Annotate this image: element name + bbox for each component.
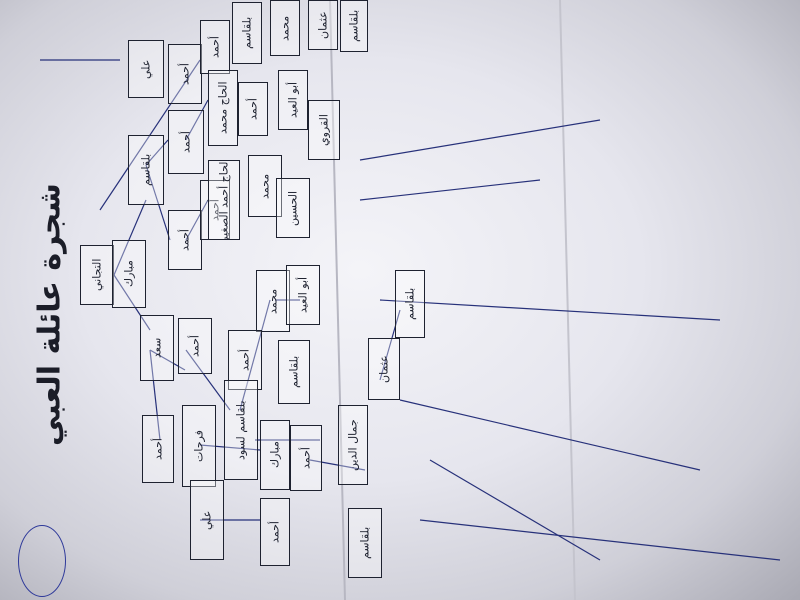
tree-box: بلقاسم: [128, 135, 164, 205]
tree-box: بلقاسم: [278, 340, 310, 404]
connector-line: [239, 299, 271, 411]
connector-line: [359, 119, 601, 161]
connector-line: [185, 99, 209, 141]
tree-box: عثمان: [308, 0, 338, 50]
tree-box: فرحات: [182, 405, 216, 487]
tree-box: القروي: [308, 100, 340, 160]
connector-line: [99, 59, 201, 211]
connector-line: [145, 164, 171, 241]
connector-line: [199, 444, 261, 451]
connector-line: [309, 459, 366, 471]
tree-box: أبو العيد: [286, 265, 320, 325]
connector-line: [149, 349, 161, 441]
tree-box: جمال الدين: [338, 405, 368, 485]
tree-box: مبارك: [112, 240, 146, 308]
tree-box: أحمد: [168, 210, 202, 270]
tree-box: أبو العيد: [278, 70, 308, 130]
connector-line: [145, 139, 169, 166]
connector-line: [185, 349, 231, 411]
tree-box: أحمد: [168, 110, 204, 174]
connector-line: [379, 299, 721, 321]
tree-box: بلقاسم لسود: [224, 380, 258, 480]
tree-box: أحمد: [168, 44, 202, 104]
connector-line: [429, 459, 601, 561]
connector-line: [399, 399, 701, 471]
connector-line: [149, 349, 186, 371]
tree-box: الحاج أحمد الصغير: [208, 160, 240, 240]
tree-box: بلقاسم: [340, 0, 368, 52]
tree-box: أحمد: [290, 425, 322, 491]
connector-line: [419, 519, 781, 561]
tree-box: بلقاسم: [348, 508, 382, 578]
tree-box: علي: [128, 40, 164, 98]
connector-line: [113, 199, 147, 276]
tree-box: بلقاسم: [232, 2, 262, 64]
tree-box: مبارك: [260, 420, 290, 490]
tree-box: محمد: [270, 0, 300, 56]
tree-box: الحاج محمد: [208, 70, 238, 146]
tree-box: عثمان: [368, 338, 400, 400]
signature-stamp: [18, 525, 66, 597]
tree-box: علي: [190, 480, 224, 560]
connector-line: [379, 309, 401, 381]
connector-line: [113, 274, 151, 331]
connector-line: [359, 179, 541, 201]
tree-box: أحمد: [238, 82, 268, 136]
tree-box: سعد: [140, 315, 174, 381]
tree-box: التجاني: [80, 245, 114, 305]
connector-line: [185, 199, 209, 241]
tree-box: أحمد: [178, 318, 212, 374]
tree-box: أحمد: [200, 20, 230, 74]
tree-box: الحسين: [276, 178, 310, 238]
tree-box: أحمد: [142, 415, 174, 483]
tree-box: محمد: [256, 270, 290, 332]
tree-box: بلقاسم: [395, 270, 425, 338]
tree-box: أحمد: [260, 498, 290, 566]
